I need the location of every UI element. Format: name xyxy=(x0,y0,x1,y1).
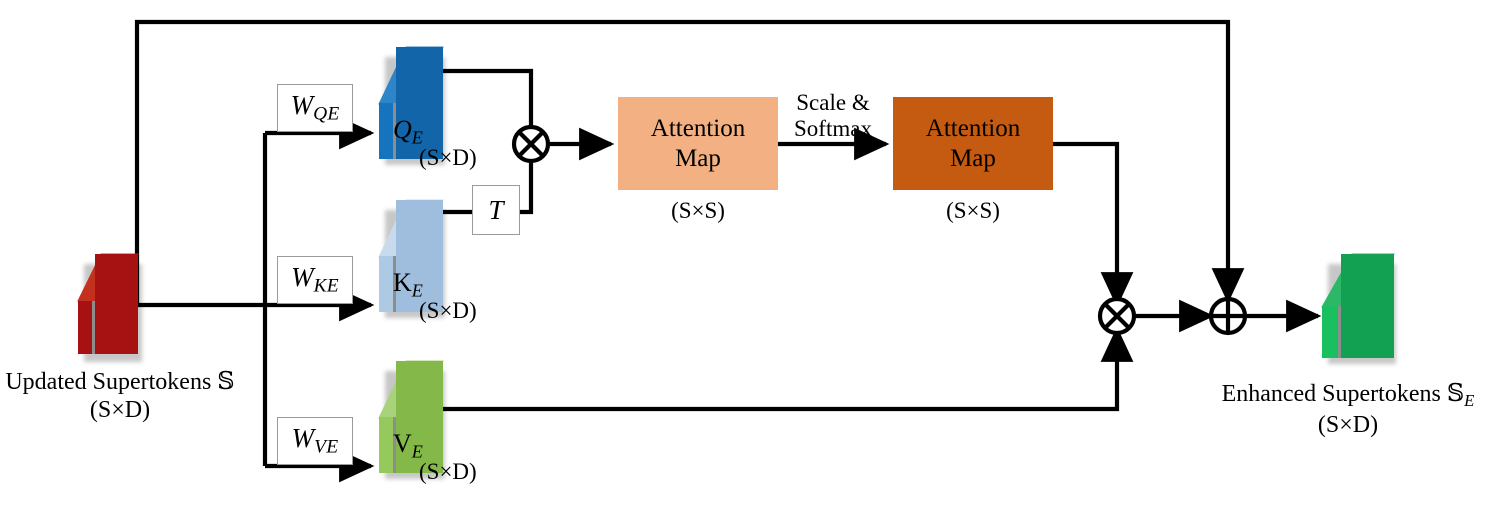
query-block-seam xyxy=(393,103,396,159)
query-block-label: QE xyxy=(393,115,423,148)
scale-softmax-line1: Scale & xyxy=(796,90,870,115)
attention-map-post: Attention Map xyxy=(893,97,1053,190)
input-caption-dims: (S×D) xyxy=(89,397,151,424)
key-block-dims: (S×D) xyxy=(419,298,477,323)
key-block xyxy=(378,199,445,318)
value-block-left-edge xyxy=(379,417,393,473)
value-block-label: VE xyxy=(393,429,423,462)
weight-box-wqe-label: WQE xyxy=(290,90,340,125)
output-caption-dims: (S×D) xyxy=(1317,411,1379,438)
scale-softmax-label: Scale & Softmax xyxy=(779,90,887,142)
input-block-seam xyxy=(92,301,95,354)
weight-box-wqe[interactable]: WQE xyxy=(277,84,353,132)
query-block-left-edge xyxy=(379,103,393,159)
value-block-dims: (S×D) xyxy=(419,459,477,484)
output-block-left-edge xyxy=(1322,306,1338,358)
attention-map-pre: Attention Map xyxy=(618,97,778,190)
scale-softmax-line2: Softmax xyxy=(794,115,872,141)
transpose-label: T xyxy=(488,194,504,225)
key-block-seam xyxy=(393,256,396,312)
key-block-left-edge xyxy=(379,256,393,312)
weight-box-wke[interactable]: WKE xyxy=(277,256,353,304)
attention-map-post-line2: Map xyxy=(950,144,996,172)
output-block-main-face xyxy=(1341,254,1394,358)
attention-map-pre-line1: Attention xyxy=(650,115,746,142)
query-block-dims: (S×D) xyxy=(419,145,477,170)
output-caption: Enhanced Supertokens 𝕊E (S×D) xyxy=(1202,380,1494,439)
wire-residual-skip xyxy=(134,19,1231,305)
transpose-box[interactable]: T xyxy=(472,185,520,235)
wire-query-to-matmul xyxy=(443,68,534,130)
output-block-seam xyxy=(1338,306,1341,358)
key-block-main-face xyxy=(396,200,443,312)
wire-value-to-matmul2 xyxy=(443,338,1120,412)
input-caption: Updated Supertokens 𝕊 (S×D) xyxy=(0,368,240,425)
attention-map-pre-dims: (S×S) xyxy=(671,198,725,223)
wire-attnmap-post-to-matmul2 xyxy=(1053,141,1120,296)
value-block-main-face xyxy=(396,361,443,473)
query-block-main-face xyxy=(396,47,443,159)
attention-map-pre-line2: Map xyxy=(675,144,721,172)
attention-map-post-line1: Attention xyxy=(925,115,1021,142)
query-block xyxy=(378,46,445,165)
output-caption-text: Enhanced Supertokens 𝕊E xyxy=(1221,381,1475,411)
weight-box-wve[interactable]: WVE xyxy=(277,417,353,465)
input-block-left-edge xyxy=(78,301,92,354)
attention-map-post-dims: (S×S) xyxy=(946,198,1000,223)
input-supertokens-block xyxy=(77,253,142,362)
output-supertokens-block xyxy=(1321,253,1396,364)
key-block-label: KE xyxy=(393,268,423,301)
value-block-seam xyxy=(393,417,396,473)
weight-box-wke-label: WKE xyxy=(291,262,339,297)
input-caption-text: Updated Supertokens 𝕊 xyxy=(5,369,235,395)
weight-box-wve-label: WVE xyxy=(291,423,339,458)
value-block xyxy=(378,360,445,479)
input-block-main-face xyxy=(95,254,138,354)
